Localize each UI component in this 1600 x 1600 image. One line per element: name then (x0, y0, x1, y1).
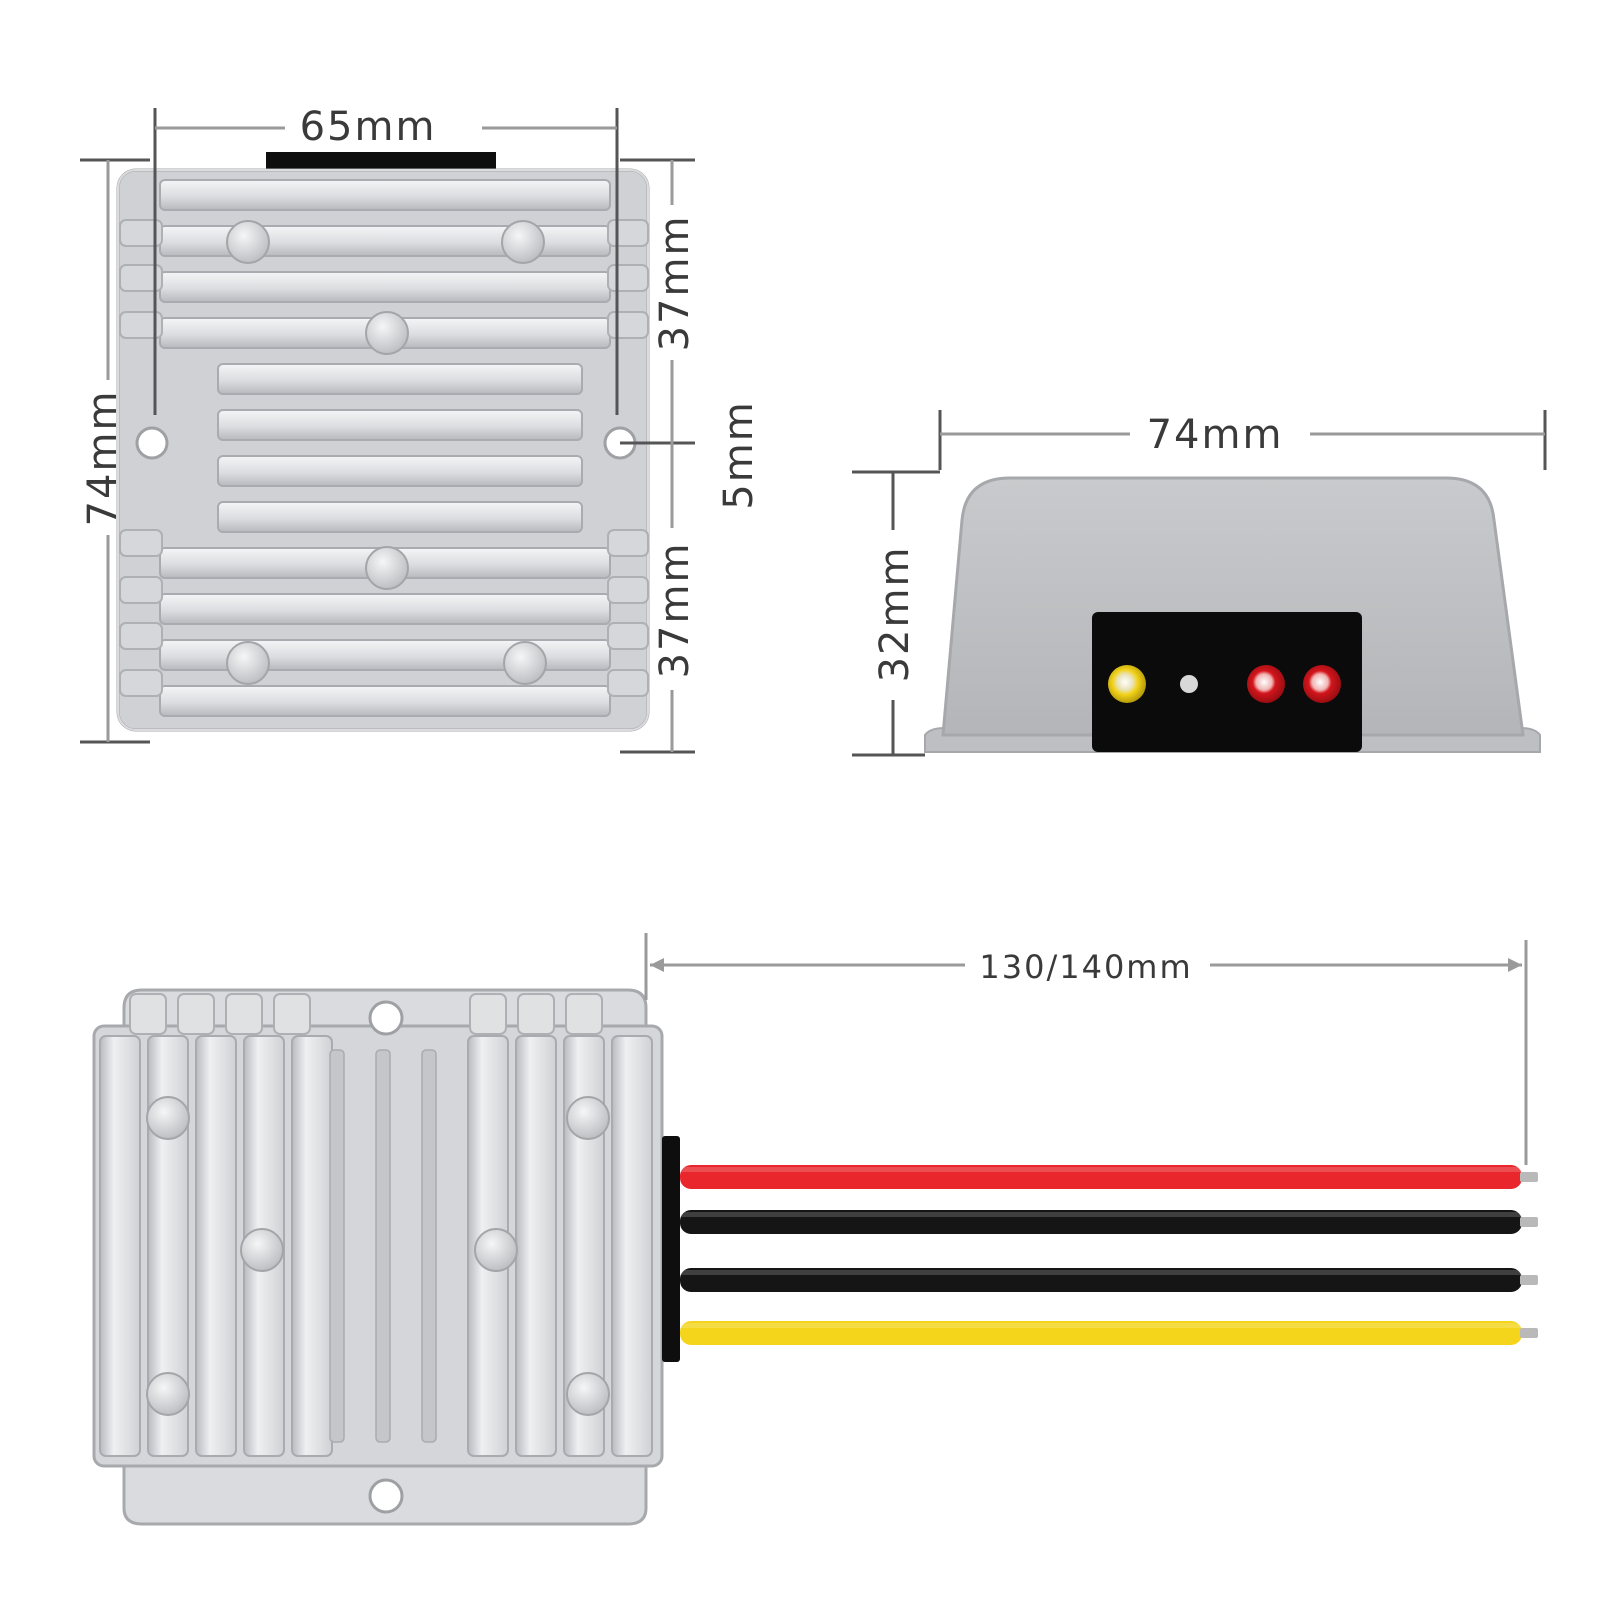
fin-top (129, 993, 167, 1035)
fin-top (517, 993, 555, 1035)
terminal-led (1180, 675, 1198, 693)
horizontal-fin (159, 271, 611, 303)
front-mounting-hole-top (368, 1000, 404, 1036)
horizontal-fin (217, 409, 583, 441)
horizontal-fin (217, 455, 583, 487)
vertical-fin (99, 1035, 141, 1457)
bolt-head (474, 1228, 518, 1272)
bolt-head (566, 1372, 610, 1416)
fin-stub-right (607, 219, 649, 247)
bolt-head (365, 311, 409, 355)
fin-stub-left (119, 529, 163, 557)
top-view-bolts (226, 220, 547, 685)
horizontal-fin (217, 501, 583, 533)
fin-top (225, 993, 263, 1035)
fin-stub-left (119, 622, 163, 650)
wire-highlight (680, 1212, 1522, 1217)
center-rib (329, 1049, 345, 1443)
front-view: 130/140mm (92, 933, 1538, 1526)
wire (680, 1268, 1522, 1292)
side-view: 74mm 32mm (852, 410, 1547, 757)
wire (680, 1321, 1522, 1345)
vertical-fin (291, 1035, 333, 1457)
vertical-fin (147, 1035, 189, 1457)
fin-stub-left (119, 576, 163, 604)
fin-stub-right (607, 669, 649, 697)
fin-top (177, 993, 215, 1035)
bolt-head (226, 641, 270, 685)
terminal-yellow (1108, 665, 1146, 703)
fin-stub-right (607, 311, 649, 339)
output-wires (680, 1165, 1538, 1345)
cable-gland (662, 1136, 680, 1362)
front-view-bolts (146, 1096, 610, 1416)
front-mounting-hole-bottom (368, 1478, 404, 1514)
horizontal-fin (217, 363, 583, 395)
fin-top (565, 993, 603, 1035)
horizontal-fin (159, 685, 611, 717)
fin-stub-left (119, 669, 163, 697)
wire-highlight (680, 1167, 1522, 1172)
top-upper-section-label: 37mm (652, 215, 698, 352)
wire (680, 1165, 1522, 1189)
vertical-fin (611, 1035, 653, 1457)
wire (680, 1210, 1522, 1234)
center-rib (421, 1049, 437, 1443)
fin-stub-left (119, 264, 163, 292)
connector-panel (1092, 612, 1362, 752)
wire-tip (1520, 1172, 1538, 1182)
fin-stub-left (119, 219, 163, 247)
top-view: 65mm 74mm 37mm 37mm 5mm (80, 104, 762, 754)
vertical-fin (563, 1035, 605, 1457)
fin-stub-right (607, 576, 649, 604)
top-width-label: 65mm (300, 104, 437, 150)
horizontal-fin (159, 593, 611, 625)
bolt-head (226, 220, 270, 264)
bolt-head (365, 546, 409, 590)
top-hole-offset-label: 5mm (716, 400, 762, 509)
fin-stub-right (607, 264, 649, 292)
wire-highlight (680, 1270, 1522, 1275)
wire-tip (1520, 1328, 1538, 1338)
top-lower-section-label: 37mm (652, 542, 698, 679)
wire-highlight (680, 1323, 1522, 1328)
vertical-fin (515, 1035, 557, 1457)
side-width-label: 74mm (1147, 412, 1284, 458)
vertical-fin (195, 1035, 237, 1457)
fin-top (469, 993, 507, 1035)
front-view-fins (99, 993, 653, 1457)
top-height-label: 74mm (80, 390, 126, 527)
fin-stub-right (607, 529, 649, 557)
wire-tip (1520, 1217, 1538, 1227)
fin-stub-left (119, 311, 163, 339)
bolt-head (146, 1096, 190, 1140)
side-view-housing (941, 476, 1525, 737)
fin-top (273, 993, 311, 1035)
center-rib (375, 1049, 391, 1443)
top-connector-tab (266, 152, 496, 172)
bolt-head (503, 641, 547, 685)
terminal-red-1 (1247, 665, 1285, 703)
mounting-hole-left (135, 426, 169, 460)
bolt-head (566, 1096, 610, 1140)
bolt-head (146, 1372, 190, 1416)
bolt-head (240, 1228, 284, 1272)
cable-length-label: 130/140mm (979, 948, 1192, 986)
fin-stub-right (607, 622, 649, 650)
terminal-red-2 (1303, 665, 1341, 703)
bolt-head (501, 220, 545, 264)
horizontal-fin (159, 639, 611, 671)
horizontal-fin (159, 179, 611, 211)
wire-tip (1520, 1275, 1538, 1285)
side-height-label: 32mm (872, 546, 918, 683)
